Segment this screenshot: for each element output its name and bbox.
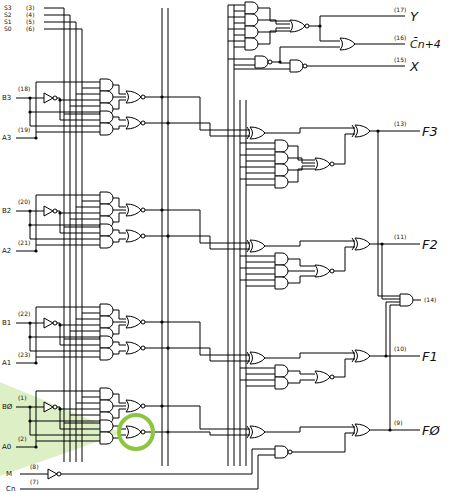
output-name: FØ — [422, 424, 440, 437]
pin-label: Cn — [6, 486, 15, 493]
pin-label: B3 — [2, 95, 11, 102]
pin-label: (17) — [394, 7, 406, 13]
pin-label: (20) — [18, 199, 30, 205]
pin-label: (9) — [394, 420, 403, 426]
output-name: X — [410, 60, 419, 73]
pin-label: (19) — [18, 127, 30, 133]
pin-label: BØ — [2, 404, 12, 411]
pin-label: (3) — [26, 5, 35, 11]
pin-label: (1) — [18, 395, 27, 401]
pin-label: (22) — [18, 311, 30, 317]
pin-label: A3 — [2, 135, 11, 142]
pin-label: (23) — [18, 352, 30, 358]
pin-label: A1 — [2, 360, 11, 367]
pin-label: B1 — [2, 320, 11, 327]
pin-label: (2) — [18, 436, 27, 442]
pin-label: M — [6, 471, 12, 478]
pin-label: (8) — [30, 464, 39, 470]
pin-label: (10) — [394, 346, 406, 352]
pin-label: (5) — [26, 19, 35, 25]
pin-label: (21) — [18, 240, 30, 246]
pin-label: (7) — [30, 479, 39, 485]
pin-label: S2 — [4, 12, 12, 18]
pin-label: (4) — [26, 12, 35, 18]
pin-label: B2 — [2, 208, 11, 215]
output-name: F1 — [422, 350, 438, 363]
output-name: C̄n+4 — [410, 39, 441, 50]
output-name: Y — [410, 10, 418, 23]
output-name: F3 — [422, 125, 438, 138]
pin-label: (11) — [394, 234, 406, 240]
pin-label: A2 — [2, 248, 11, 255]
pin-label: S3 — [4, 5, 12, 11]
pin-label: S0 — [4, 26, 12, 32]
pin-label: (18) — [18, 86, 30, 92]
pin-label: (13) — [394, 121, 406, 127]
pin-label: (15) — [394, 57, 406, 63]
pin-label: A0 — [2, 444, 11, 451]
pin-label: (6) — [26, 26, 35, 32]
highlight-circle — [119, 415, 153, 449]
output-name: F2 — [422, 238, 438, 251]
pin-label: (16) — [394, 35, 406, 41]
pin-label: S1 — [4, 19, 12, 25]
pin-label: (14) — [424, 297, 436, 303]
